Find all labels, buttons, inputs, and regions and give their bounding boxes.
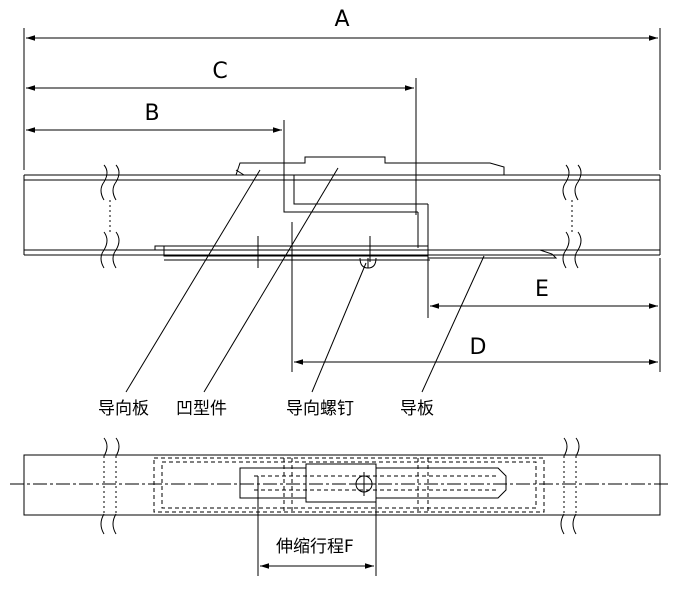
guide-plate-top — [235, 156, 505, 176]
inner-rail-hidden — [153, 457, 545, 513]
break-mark-right — [562, 164, 582, 269]
label-c: C — [212, 59, 227, 84]
slider-assembly — [239, 458, 507, 512]
label-guide-plate: 导向板 — [98, 399, 149, 419]
guide-bar — [154, 236, 558, 268]
label-e: E — [535, 277, 549, 302]
label-d: D — [470, 335, 487, 360]
leader-lines — [125, 167, 485, 393]
label-stroke: 伸缩行程F — [276, 537, 354, 557]
label-guide-screw: 导向螺钉 — [286, 399, 354, 419]
guide-screw — [359, 257, 377, 269]
break-mark-left — [100, 164, 120, 269]
outer-rail-side-view — [23, 174, 661, 256]
label-a: A — [334, 7, 349, 32]
dimension-a — [23, 28, 661, 170]
dimension-b — [26, 120, 285, 178]
dimension-d — [291, 222, 658, 372]
label-b: B — [144, 101, 159, 126]
break-mark-right-bottom — [560, 437, 580, 535]
outer-rail-top-view — [23, 454, 661, 516]
break-mark-left-bottom — [100, 437, 120, 535]
u-shaped-part — [283, 175, 429, 255]
label-u-part: 凹型件 — [176, 399, 227, 419]
guide-screw-top — [352, 472, 376, 496]
dimension-f — [257, 476, 377, 576]
label-guide: 导板 — [400, 399, 434, 419]
dimension-c — [26, 78, 417, 215]
